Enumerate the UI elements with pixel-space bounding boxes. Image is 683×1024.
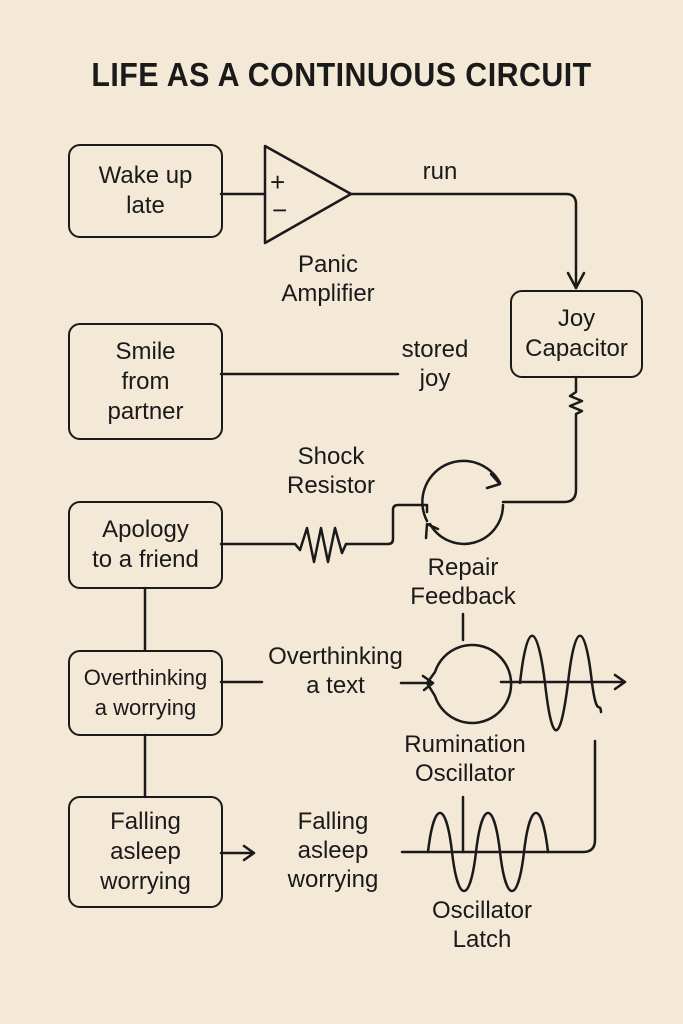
label-repair-feedback: Repair Feedback (410, 554, 516, 610)
wire-run (349, 192, 578, 290)
label-falling-asleep: Falling asleep worrying (287, 808, 379, 893)
label-stored-joy: stored joy (401, 336, 469, 392)
box-apology-label: Apology to a friend (92, 516, 199, 573)
label-rumination-oscillator: Rumination Oscillator (404, 731, 526, 787)
diagram-title: LIFE AS A CONTINUOUS CIRCUIT (91, 56, 592, 93)
repair-arc-top (421, 459, 502, 523)
box-joy-capacitor[interactable]: Joy Capacitor (510, 290, 643, 378)
wire-latch (400, 739, 597, 854)
amp-minus-sign: − (272, 195, 288, 225)
box-falling-asleep[interactable]: Falling asleep worrying (68, 796, 223, 908)
label-oscillator-latch: Oscillator Latch (431, 897, 533, 953)
repair-arc-bottom (428, 503, 505, 546)
repair-arrow-bottom-icon (424, 522, 440, 540)
wire-joy-to-repair (501, 375, 584, 504)
repair-arrow-top-icon (485, 472, 502, 490)
label-panic-amplifier: Panic Amplifier (281, 251, 375, 307)
latch-wave (426, 812, 550, 892)
box-overthinking-label: Overthinking a worrying (83, 665, 208, 720)
rumination-oscillator-symbol (425, 643, 513, 725)
amplifier-symbol (263, 144, 353, 245)
box-apology[interactable]: Apology to a friend (68, 501, 223, 589)
box-overthinking[interactable]: Overthinking a worrying (68, 650, 223, 736)
wire-rumination-out (499, 673, 627, 691)
box-wake-up-late[interactable]: Wake up late (68, 144, 223, 238)
box-wake-up-late-label: Wake up late (98, 162, 193, 219)
arrow-right-icon (219, 844, 256, 862)
label-run: run (422, 158, 458, 185)
label-shock-resistor: Shock Resistor (286, 443, 376, 499)
amp-plus-sign: + (270, 167, 286, 197)
wire-shock-resistor (219, 503, 429, 564)
box-smile-from-partner[interactable]: Smile from partner (68, 323, 223, 440)
box-falling-asleep-label: Falling asleep worrying (100, 808, 191, 895)
box-smile-label: Smile from partner (107, 337, 184, 425)
rumination-wave (518, 634, 603, 732)
label-overthinking-text: Overthinking a text (268, 643, 403, 699)
arrow-down-icon (566, 271, 586, 290)
box-joy-capacitor-label: Joy Capacitor (525, 305, 628, 362)
